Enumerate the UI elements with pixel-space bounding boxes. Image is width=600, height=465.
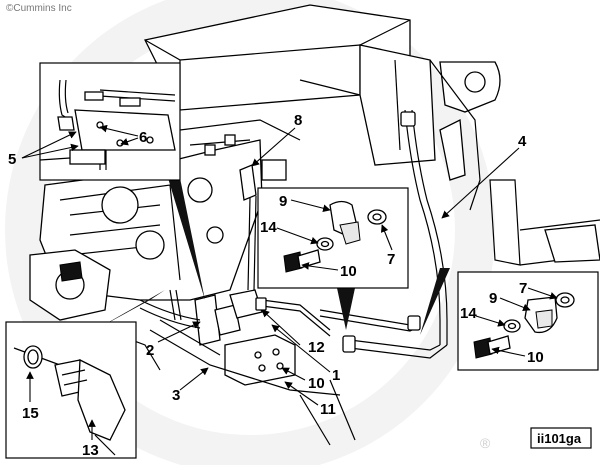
cummins-watermark — [5, 0, 495, 465]
callout-10-right: 10 — [527, 349, 544, 366]
callout-8: 8 — [294, 112, 302, 129]
callout-7-center: 7 — [387, 251, 395, 268]
callout-labels: 5 6 8 4 9 14 10 7 7 9 14 10 2 3 12 1 10 … — [8, 112, 544, 459]
figure-id: ii101ga — [537, 431, 582, 446]
callout-5: 5 — [8, 151, 16, 168]
leader-lines — [21, 124, 558, 440]
callout-14-center: 14 — [260, 219, 277, 236]
inset-right — [457, 271, 599, 371]
callout-11: 11 — [320, 401, 336, 418]
focus-pointers — [95, 178, 450, 335]
callout-15: 15 — [22, 405, 39, 422]
inset-bottom-left — [5, 321, 137, 459]
callout-9-right: 9 — [489, 290, 497, 307]
copyright-text: ©Cummins Inc — [6, 3, 72, 14]
inset-center — [257, 187, 409, 289]
figure-id-box: ii101ga — [530, 427, 592, 449]
callout-13: 13 — [82, 442, 99, 459]
inset-top-left — [39, 62, 181, 181]
callout-10-lower: 10 — [308, 375, 325, 392]
callout-6: 6 — [139, 129, 147, 146]
callout-9-center: 9 — [279, 193, 287, 210]
callout-1: 1 — [332, 367, 340, 384]
callout-3: 3 — [172, 387, 180, 404]
registered-mark: ® — [480, 435, 491, 451]
callout-12: 12 — [308, 339, 325, 356]
engine-artwork — [29, 4, 600, 446]
callout-4: 4 — [518, 133, 527, 150]
callout-14-right: 14 — [460, 305, 477, 322]
callout-10-center: 10 — [340, 263, 357, 280]
callout-2: 2 — [146, 342, 154, 359]
callout-7-right: 7 — [519, 280, 527, 297]
